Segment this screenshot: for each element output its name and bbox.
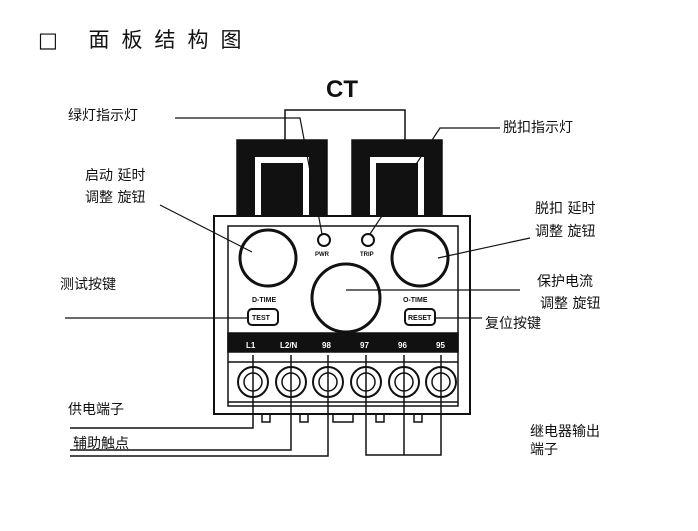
terminal-label: 97: [360, 341, 369, 350]
ct-bracket: [284, 109, 406, 145]
relay-output-label-1: 继电器输出: [530, 424, 600, 440]
page-title: □ 面板结构图: [38, 28, 254, 52]
terminal-label-strip: [227, 332, 459, 353]
terminal-label: 98: [322, 341, 331, 350]
trip-led-label: TRIP: [360, 252, 374, 258]
green-led: [317, 233, 331, 247]
relay-output-label-2: 端子: [530, 442, 558, 458]
terminal-label: 95: [436, 341, 445, 350]
wire-aux: [70, 355, 329, 457]
trip-delay-knob: [390, 228, 450, 288]
trip-led-label-callout: 脱扣指示灯: [503, 120, 573, 136]
power-terminal-label: 供电端子: [68, 402, 124, 418]
trip-led: [361, 233, 375, 247]
power-led-label: PWR: [315, 252, 330, 258]
terminal-label: 96: [398, 341, 407, 350]
terminal-label: L2/N: [280, 341, 298, 350]
load-label: LOAD: [330, 336, 356, 346]
ct-label: CT: [326, 76, 358, 103]
start-delay-label-2: 调整 旋钮: [85, 190, 146, 206]
trip-delay-label-2: 调整 旋钮: [535, 224, 596, 240]
aux-contact-label: 辅助触点: [73, 436, 129, 452]
terminal-label: L1: [246, 341, 256, 350]
reset-label: RESET: [408, 315, 432, 322]
green-led-label: 绿灯指示灯: [68, 108, 138, 124]
o-time-label: O-TIME: [403, 297, 428, 304]
start-delay-label-1: 启动 延时: [85, 168, 146, 184]
start-delay-knob: [238, 228, 298, 288]
test-button: [247, 308, 279, 326]
wire-power-1: [70, 355, 254, 429]
test-label: TEST: [252, 315, 271, 322]
load-knob: [310, 262, 382, 334]
protect-current-label-2: 调整 旋钮: [540, 296, 601, 312]
ct-block-right: [351, 139, 443, 217]
wire-relay: [365, 355, 442, 456]
protect-current-label-1: 保护电流: [537, 274, 593, 290]
reset-key-label: 复位按键: [485, 316, 541, 332]
trip-delay-label-1: 脱扣 延时: [535, 201, 596, 217]
wire-power-2: [70, 355, 292, 451]
ct-block-left: [236, 139, 328, 217]
reset-button: [404, 308, 436, 326]
d-time-label: D-TIME: [252, 297, 276, 304]
test-key-label: 测试按键: [60, 277, 116, 293]
